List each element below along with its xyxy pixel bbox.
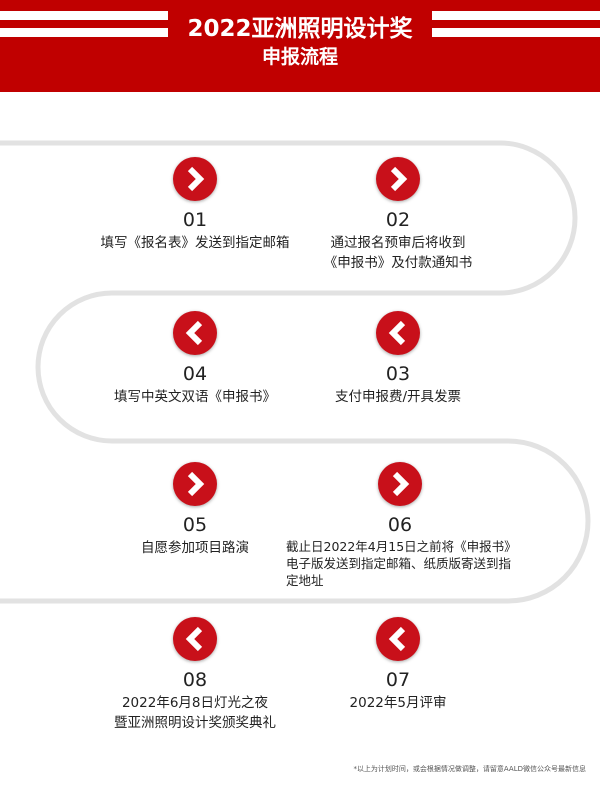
chevron-right-icon xyxy=(173,462,217,506)
chevron-left-icon xyxy=(376,617,420,661)
step-description-line: 《申报书》及付款通知书 xyxy=(323,255,473,271)
step-description: 填写中英文双语《申报书》 xyxy=(75,387,315,407)
step-description-line: 2022年6月8日灯光之夜 xyxy=(121,695,269,711)
step-description: 填写《报名表》发送到指定邮箱 xyxy=(75,233,315,253)
step-02: 02 通过报名预审后将收到《申报书》及付款通知书 xyxy=(278,157,518,273)
step-07: 07 2022年5月评审 xyxy=(278,617,518,713)
header-stripe xyxy=(0,11,168,20)
chevron-left-icon xyxy=(173,311,217,355)
chevron-left-icon xyxy=(173,617,217,661)
chevron-right-icon xyxy=(173,157,217,201)
step-description-line: 暨亚洲照明设计奖颁奖典礼 xyxy=(114,715,276,731)
step-04: 04 填写中英文双语《申报书》 xyxy=(75,311,315,407)
page-title: 2022亚洲照明设计奖 xyxy=(187,16,413,42)
step-number: 05 xyxy=(182,514,208,536)
step-01: 01 填写《报名表》发送到指定邮箱 xyxy=(75,157,315,253)
step-description-line: 截止日2022年4月15日之前将《申报书》电子版发送到指定邮箱、纸质版寄送到指定… xyxy=(286,539,512,588)
step-description: 2022年5月评审 xyxy=(278,693,518,713)
step-description-line: 2022年5月评审 xyxy=(349,695,447,711)
step-number: 06 xyxy=(387,514,413,536)
step-number: 03 xyxy=(385,363,411,385)
step-description: 截止日2022年4月15日之前将《申报书》电子版发送到指定邮箱、纸质版寄送到指定… xyxy=(286,538,514,589)
step-05: 05 自愿参加项目路演 xyxy=(75,462,315,558)
step-number: 04 xyxy=(182,363,208,385)
chevron-right-icon xyxy=(376,157,420,201)
step-description-line: 自愿参加项目路演 xyxy=(141,540,249,556)
step-number: 02 xyxy=(385,209,411,231)
step-number: 08 xyxy=(182,669,208,691)
step-description-line: 通过报名预审后将收到 xyxy=(330,235,466,251)
footnote: *以上为计划时间，或会根据情况做调整，请留意AALD微信公众号最新信息 xyxy=(353,765,586,773)
step-number: 07 xyxy=(385,669,411,691)
step-number: 01 xyxy=(182,209,208,231)
step-description: 支付申报费/开具发票 xyxy=(278,387,518,407)
step-description: 通过报名预审后将收到《申报书》及付款通知书 xyxy=(278,233,518,273)
step-03: 03 支付申报费/开具发票 xyxy=(278,311,518,407)
step-description-line: 填写中英文双语《申报书》 xyxy=(114,389,276,405)
chevron-left-icon xyxy=(376,311,420,355)
step-description-line: 支付申报费/开具发票 xyxy=(334,389,462,405)
step-description-line: 填写《报名表》发送到指定邮箱 xyxy=(100,235,290,251)
header-stripe xyxy=(432,28,600,37)
header-stripe xyxy=(432,11,600,20)
page-subtitle: 申报流程 xyxy=(261,46,338,68)
step-description: 自愿参加项目路演 xyxy=(75,538,315,558)
header-stripe xyxy=(0,28,168,37)
chevron-right-icon xyxy=(378,462,422,506)
step-description: 2022年6月8日灯光之夜暨亚洲照明设计奖颁奖典礼 xyxy=(75,693,315,733)
step-06: 06 截止日2022年4月15日之前将《申报书》电子版发送到指定邮箱、纸质版寄送… xyxy=(286,462,514,589)
step-08: 08 2022年6月8日灯光之夜暨亚洲照明设计奖颁奖典礼 xyxy=(75,617,315,733)
